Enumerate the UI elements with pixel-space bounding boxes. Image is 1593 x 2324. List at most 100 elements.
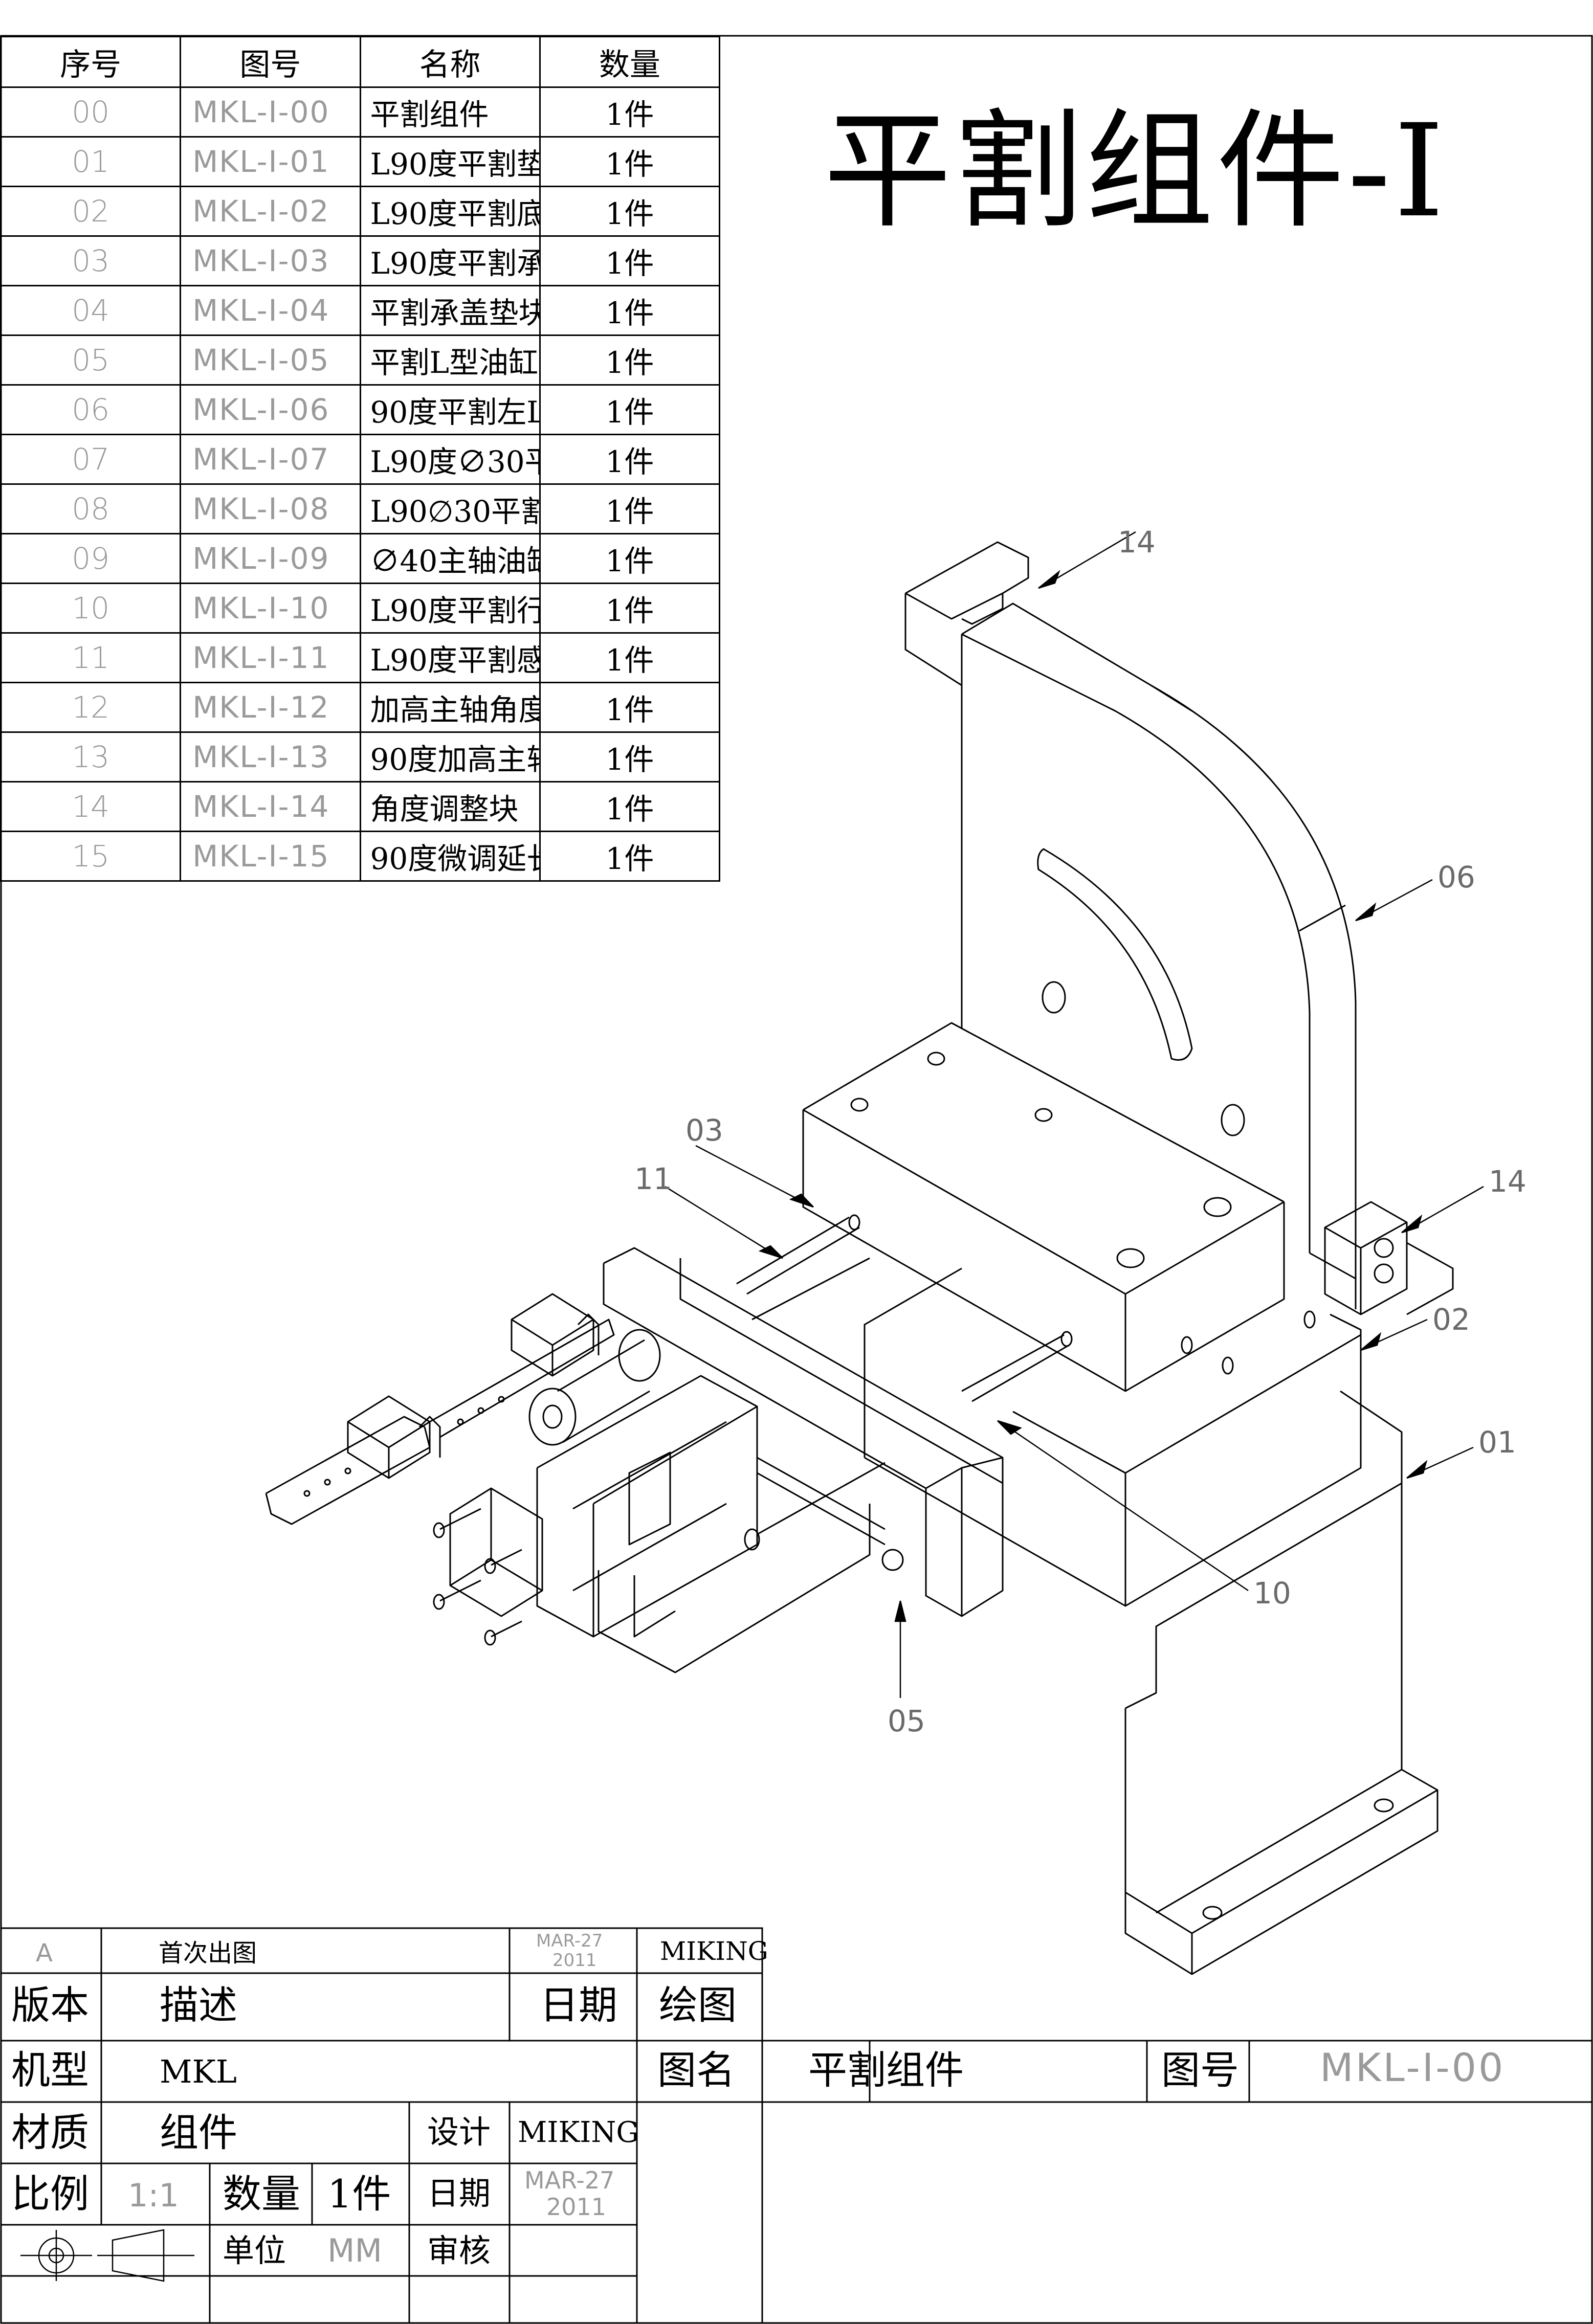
part-qty: 1件 [539,186,721,237]
part-name: L90度∅30平割油缸心轴 [359,434,541,485]
part-name: 90度加高主轴平割垫高块 [359,731,541,783]
part-qty: 1件 [539,434,721,485]
part-no: 09 [0,533,182,584]
part-qty: 1件 [539,831,721,882]
part-qty: 1件 [539,334,721,386]
callout-03: 03 [685,1113,723,1148]
part-qty: 1件 [539,731,721,783]
header-code: 图号 [180,36,361,88]
part-name: ∅40主轴油缸固定螺杆 [359,533,541,584]
part-qty: 1件 [539,483,721,534]
part-name: L90度平割垫座 [359,136,541,187]
part-code: MKL-I-12 [180,682,361,733]
header-qty: 数量 [539,36,721,88]
part-code: MKL-I-03 [180,235,361,286]
part-code: MKL-I-11 [180,632,361,683]
callout-14-right: 14 [1489,1164,1526,1199]
part-name: L90∅30平割油缸管 [359,483,541,534]
leader-lines [665,531,1484,1698]
part-no: 15 [0,831,182,882]
callout-11: 11 [634,1161,672,1196]
part-qty: 1件 [539,285,721,336]
part-no: 11 [0,632,182,683]
part-no: 03 [0,235,182,286]
part-code: MKL-I-14 [180,781,361,832]
part-no: 06 [0,384,182,435]
part-no: 02 [0,186,182,237]
part-name: L90度平割承盖 [359,235,541,286]
assembly-linework [265,541,1454,1975]
part-no: 13 [0,731,182,783]
part-name: 角度调整块 [359,781,541,832]
part-code: MKL-I-06 [180,384,361,435]
part-name: 90度微调延长杆 [359,831,541,882]
part-qty: 1件 [539,235,721,286]
parts-header-row: 序号 图号 名称 数量 [0,36,721,88]
part-code: MKL-I-09 [180,533,361,584]
projection-symbol [20,2229,194,2282]
callout-14-top: 14 [1118,525,1156,560]
part-code: MKL-I-05 [180,334,361,386]
header-no: 序号 [0,36,182,88]
part-qty: 1件 [539,632,721,683]
part-name: 平割组件 [359,86,541,138]
part-qty: 1件 [539,86,721,138]
callout-01: 01 [1478,1425,1516,1460]
part-no: 12 [0,682,182,733]
part-qty: 1件 [539,583,721,634]
callout-10: 10 [1253,1576,1291,1611]
part-qty: 1件 [539,533,721,584]
part-name: 90度平割左L型角度板 [359,384,541,435]
callout-05: 05 [888,1704,925,1738]
part-code: MKL-I-10 [180,583,361,634]
part-no: 00 [0,86,182,138]
drawing-title: 平割组件-I [824,97,1448,245]
header-name: 名称 [359,36,541,88]
callout-02: 02 [1432,1302,1470,1337]
part-qty: 1件 [539,781,721,832]
part-code: MKL-I-15 [180,831,361,882]
part-no: 07 [0,434,182,485]
part-code: MKL-I-13 [180,731,361,783]
part-code: MKL-I-00 [180,86,361,138]
part-name: L90度平割感应环固定杆 [359,632,541,683]
part-qty: 1件 [539,682,721,733]
part-no: 10 [0,583,182,634]
part-code: MKL-I-08 [180,483,361,534]
part-no: 14 [0,781,182,832]
part-no: 05 [0,334,182,386]
part-name: 加高主轴角度板垫块 [359,682,541,733]
part-qty: 1件 [539,384,721,435]
part-code: MKL-I-04 [180,285,361,336]
part-code: MKL-I-01 [180,136,361,187]
part-name: L90度平割行程调节螺杆 [359,583,541,634]
part-name: 平割承盖垫块 [359,285,541,336]
part-name: L90度平割底座 [359,186,541,237]
part-no: 08 [0,483,182,534]
part-no: 04 [0,285,182,336]
part-no: 01 [0,136,182,187]
part-qty: 1件 [539,136,721,187]
callout-06: 06 [1437,860,1475,895]
title-block-grid [0,1927,1593,2324]
part-code: MKL-I-02 [180,186,361,237]
